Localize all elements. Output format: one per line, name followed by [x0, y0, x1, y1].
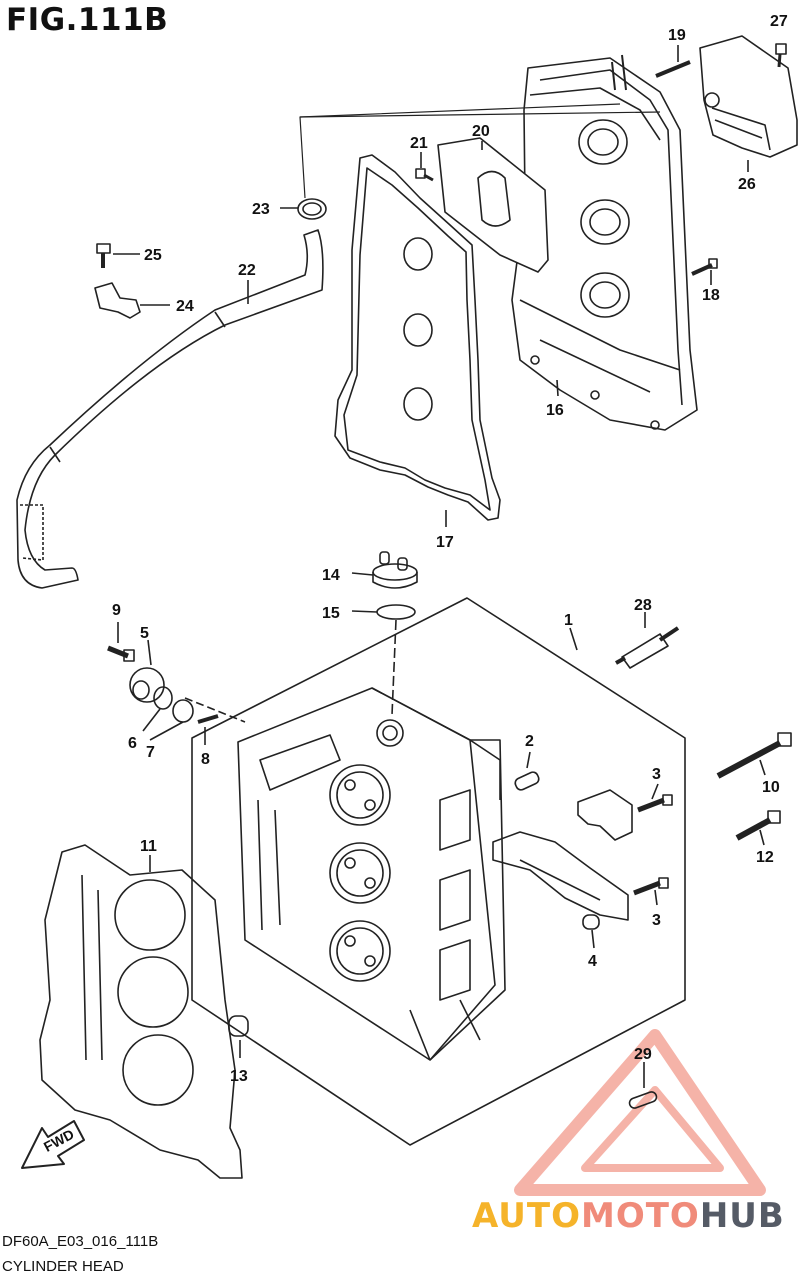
callout-26: 26 [738, 176, 756, 193]
callout-1: 1 [564, 612, 573, 629]
part-13-dowel [228, 1015, 249, 1037]
callout-23: 23 [252, 201, 270, 218]
callout-24: 24 [176, 298, 194, 315]
part-14-plug [372, 551, 418, 589]
watermark-moto: MOTO [580, 1196, 700, 1236]
part-22-breather-hose [16, 229, 324, 589]
callout-16: 16 [546, 402, 564, 419]
callout-12: 12 [756, 849, 774, 866]
part-24-hose-clip [94, 282, 141, 319]
callout-17: 17 [436, 534, 454, 551]
part-7-cap [172, 699, 194, 723]
callout-14: 14 [322, 567, 340, 584]
part-4-dowel [582, 914, 600, 930]
part-21-bolt [415, 168, 434, 182]
callout-2: 2 [525, 733, 534, 750]
watermark-hub: HUB [699, 1196, 785, 1236]
fwd-arrow [21, 1120, 85, 1169]
part-2-dowel [514, 771, 540, 791]
callout-19: 19 [668, 27, 686, 44]
callout-3-upper: 3 [652, 766, 661, 783]
part-5-cap [129, 667, 165, 703]
callout-9: 9 [112, 602, 121, 619]
callout-11: 11 [140, 838, 157, 855]
part-20-gasket [437, 137, 549, 273]
callout-10: 10 [762, 779, 780, 796]
part-9-bolt [107, 645, 135, 662]
watermark-text: AUTOMOTOHUB [472, 1196, 785, 1236]
part-3-camshaft-holder [577, 789, 633, 841]
figure-name: CYLINDER HEAD [2, 1258, 124, 1275]
watermark-auto: AUTO [472, 1196, 581, 1236]
callout-5: 5 [140, 625, 149, 642]
callout-22: 22 [238, 262, 256, 279]
callout-8: 8 [201, 751, 210, 768]
callout-15: 15 [322, 605, 340, 622]
part-11-head-gasket [39, 844, 243, 1179]
part-12-bolt [735, 810, 781, 841]
part-26-cover-plate [699, 35, 798, 158]
part-4-holder [492, 831, 629, 921]
callout-20: 20 [472, 123, 490, 140]
part-17-cover-gasket [334, 154, 501, 521]
part-10-bolt [716, 732, 792, 779]
callout-27: 27 [770, 13, 788, 30]
part-23-hose-clamp [297, 198, 327, 220]
callout-6: 6 [128, 735, 137, 752]
part-27-bolt [775, 43, 787, 68]
part-8-bolt [197, 714, 219, 724]
part-19-bolt [655, 60, 691, 78]
part-25-bolt [96, 243, 111, 268]
callout-29: 29 [634, 1046, 652, 1063]
callout-18: 18 [702, 287, 720, 304]
callout-7: 7 [146, 744, 155, 761]
callout-21: 21 [410, 135, 428, 152]
callout-25: 25 [144, 247, 162, 264]
callout-28: 28 [634, 597, 652, 614]
part-3-bolt [637, 794, 673, 813]
part-16-cylinder-head-cover [511, 54, 698, 431]
part-28-spark-plug [615, 626, 680, 669]
figure-title: FIG.111B [6, 2, 169, 38]
callout-3-lower: 3 [652, 912, 661, 929]
part-18-bolt [691, 258, 718, 276]
callout-4: 4 [588, 953, 597, 970]
watermark-logo-triangle [514, 1029, 766, 1196]
part-15-o-ring [376, 604, 416, 620]
part-6-o-ring [153, 686, 173, 710]
callout-labels: 1 2 3 3 4 5 6 7 8 9 10 11 12 13 14 15 16… [41, 13, 788, 1155]
part-29-dowel [628, 1091, 658, 1109]
cylinder-head [237, 687, 506, 1061]
part-3-bolt-lower [633, 877, 669, 896]
callout-13: 13 [230, 1068, 248, 1085]
head-assembly-box [191, 597, 686, 1146]
figure-code: DF60A_E03_016_111B [2, 1233, 159, 1250]
